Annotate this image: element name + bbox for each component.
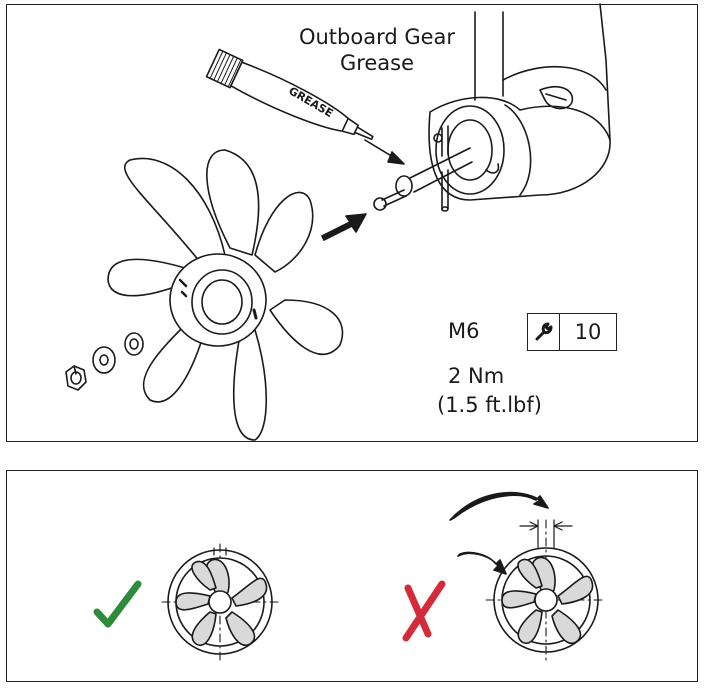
- check-mark-icon: [93, 580, 142, 628]
- cross-mark-icon: [402, 580, 446, 642]
- misalignment-arrow-icon: [449, 491, 549, 521]
- correct-alignment-diagram: [161, 543, 279, 661]
- grease-callout-line1: Outboard Gear: [298, 25, 456, 49]
- lock-nut: [65, 365, 87, 391]
- wrench-size-value: 10: [574, 320, 602, 344]
- torque-metric: 2 Nm: [448, 364, 505, 388]
- wrench-icon: [528, 314, 560, 350]
- wrench-size-box: 10: [527, 313, 617, 351]
- prop-shaft: [373, 125, 473, 212]
- grease-tube: [205, 48, 374, 141]
- propeller: [107, 149, 344, 441]
- incorrect-alignment-diagram: [449, 491, 607, 663]
- torque-imperial: (1.5 ft.lbf): [437, 393, 542, 417]
- grease-callout-line2: Grease: [339, 51, 415, 75]
- rotation-arrow-icon: [457, 551, 507, 575]
- thread-size: M6: [448, 319, 480, 343]
- washer-large: [124, 332, 144, 356]
- grease-callout: Outboard Gear Grease: [262, 24, 492, 76]
- washer-flat: [92, 346, 116, 374]
- assembly-arrow-icon: [321, 213, 367, 241]
